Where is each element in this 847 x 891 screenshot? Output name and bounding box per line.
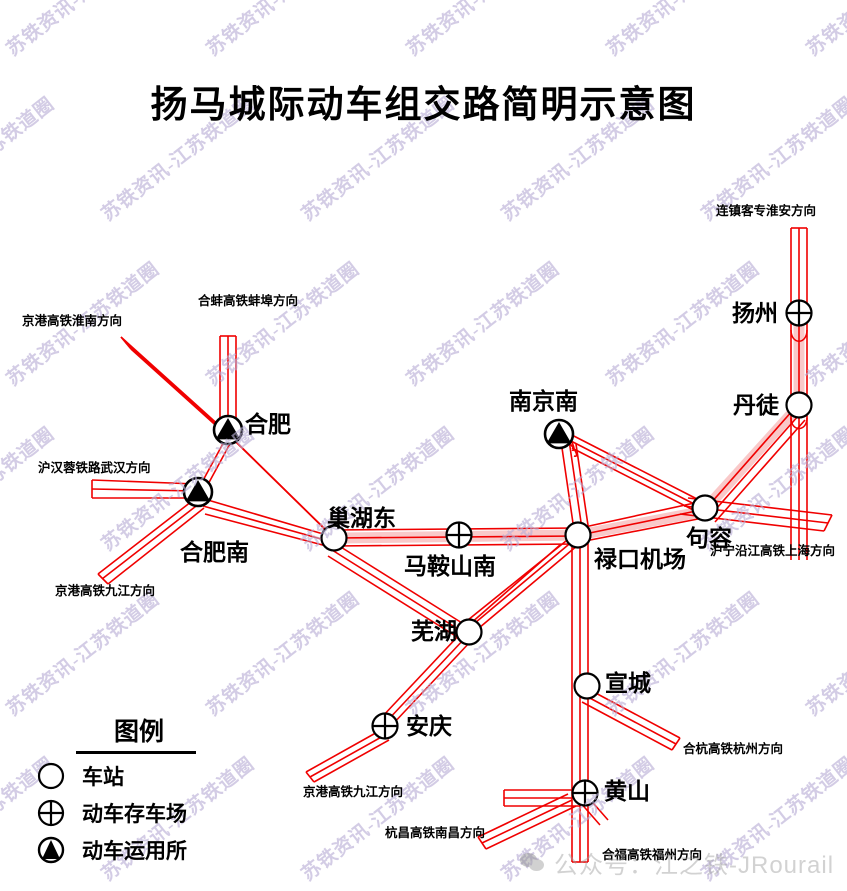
station-symbol-dantu[interactable]	[785, 391, 813, 419]
station-symbol-wuhu[interactable]	[455, 618, 483, 646]
station-symbol-anqing[interactable]	[371, 712, 399, 740]
legend-item-depot: 动车运用所	[28, 835, 214, 865]
station-symbol-chaohudong[interactable]	[320, 524, 348, 552]
station-label-jurong: 句容	[686, 526, 732, 551]
direction-label-hefu: 合福高铁福州方向	[602, 848, 703, 862]
direction-label-huning: 沪宁沿江高铁上海方向	[710, 544, 836, 558]
station-circle-icon	[28, 761, 74, 791]
wechat-icon	[520, 852, 546, 873]
station-symbol-nanjingnan[interactable]	[543, 418, 575, 450]
station-label-huangshan: 黄山	[604, 779, 650, 804]
station-symbol-huangshan[interactable]	[571, 779, 599, 807]
station-label-hefei: 合肥	[245, 412, 291, 437]
footer-text: 公众号：江之铁-JRourail	[554, 852, 835, 879]
legend-item-station: 车站	[28, 761, 214, 791]
station-label-hefeinan: 合肥南	[180, 540, 249, 565]
emu-depot-icon	[28, 835, 74, 865]
station-label-yangzhou: 扬州	[732, 301, 778, 326]
station-label-nanjingnan: 南京南	[509, 389, 578, 414]
station-symbol-maanshan[interactable]	[445, 521, 473, 549]
direction-label-hebeng: 合蚌高铁蚌埠方向	[198, 294, 299, 308]
direction-label-jinggang-jiujiang-n: 京港高铁九江方向	[55, 584, 156, 598]
legend-label-depot: 动车运用所	[82, 839, 187, 863]
direction-label-jinggang-huainan: 京港高铁淮南方向	[22, 314, 123, 328]
emu-parking-icon	[28, 798, 74, 828]
station-label-chaohudong: 巢湖东	[327, 506, 396, 531]
station-symbols	[182, 299, 813, 807]
legend: 图例 车站 动车存车场	[28, 712, 214, 865]
station-label-anqing: 安庆	[406, 714, 452, 739]
station-label-maanshan: 马鞍山南	[404, 554, 496, 579]
footer-watermark: 公众号：江之铁-JRourail	[520, 845, 834, 880]
legend-label-station: 车站	[82, 765, 124, 789]
direction-label-hehang: 合杭高铁杭州方向	[683, 742, 784, 756]
direction-label-hangchang: 杭昌高铁南昌方向	[385, 826, 486, 840]
direction-label-lianzhen: 连镇客专淮安方向	[716, 204, 817, 218]
legend-heading: 图例	[113, 719, 164, 746]
station-symbol-yangzhou[interactable]	[785, 299, 813, 327]
legend-label-parking: 动车存车场	[82, 802, 187, 826]
station-symbol-lukou[interactable]	[564, 521, 592, 549]
station-label-xuancheng: 宣城	[605, 671, 651, 696]
legend-item-parking: 动车存车场	[28, 798, 214, 828]
station-symbol-xuancheng[interactable]	[573, 672, 601, 700]
station-label-wuhu: 芜湖	[411, 619, 457, 644]
station-symbol-hefei[interactable]	[212, 414, 244, 446]
direction-label-jinggang-jiujiang-s: 京港高铁九江方向	[303, 785, 404, 799]
station-symbol-hefeinan[interactable]	[182, 476, 214, 508]
station-label-lukou: 禄口机场	[594, 547, 686, 572]
station-symbol-jurong[interactable]	[691, 494, 719, 522]
legend-divider	[76, 751, 196, 754]
page-title: 扬马城际动车组交路简明示意图	[150, 85, 697, 126]
station-label-dantu: 丹徒	[733, 393, 779, 418]
direction-label-huhanrong: 沪汉蓉铁路武汉方向	[38, 461, 151, 475]
